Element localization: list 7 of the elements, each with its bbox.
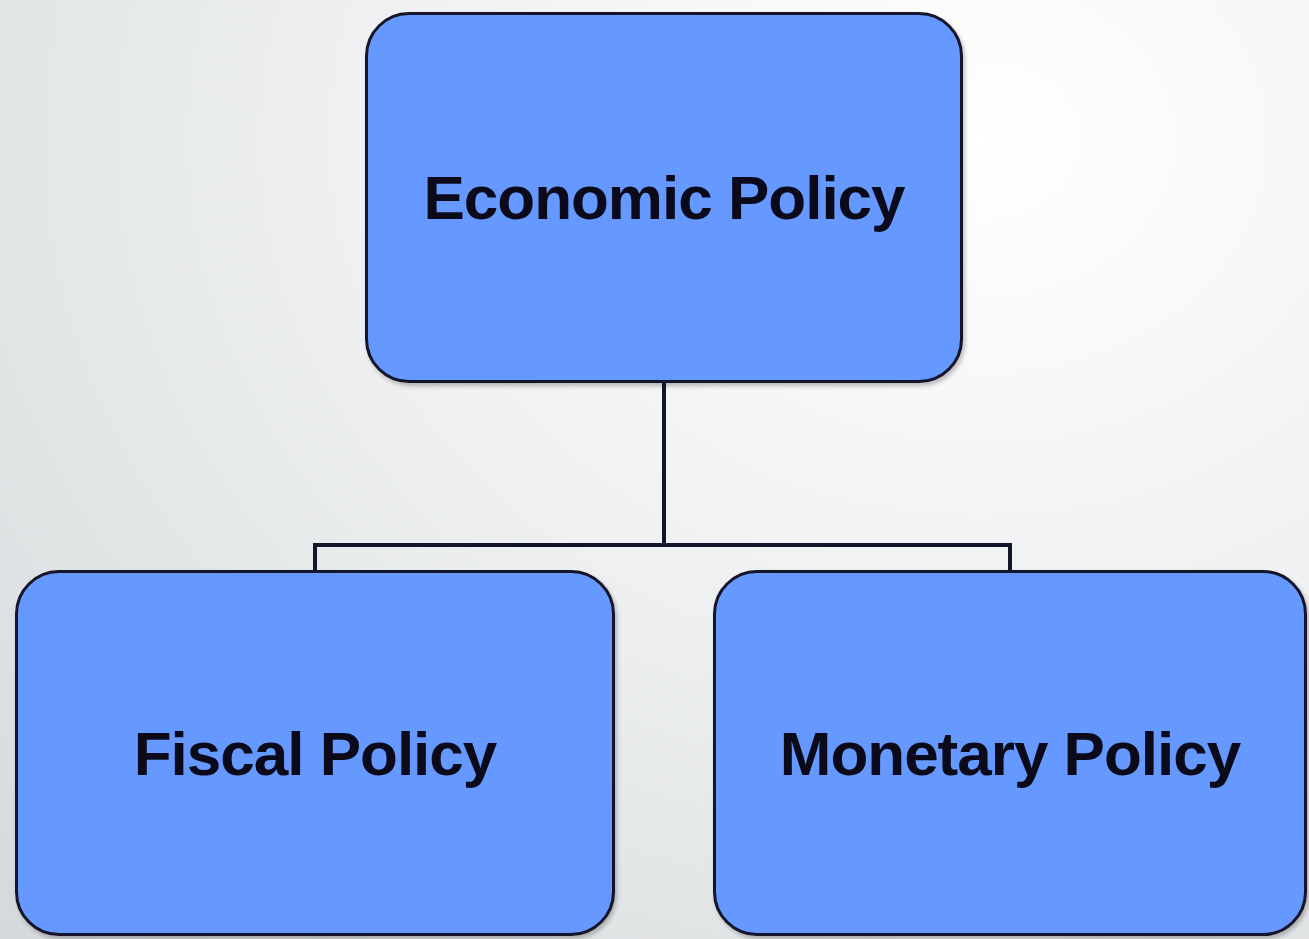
rounded-box (365, 12, 963, 383)
box-label: Economic Policy (423, 162, 905, 233)
box-label: Fiscal Policy (133, 717, 497, 789)
rounded-box (15, 570, 615, 936)
box-label: Monetary Policy (779, 717, 1241, 789)
rounded-box (713, 570, 1307, 936)
connector-line (662, 383, 1012, 570)
